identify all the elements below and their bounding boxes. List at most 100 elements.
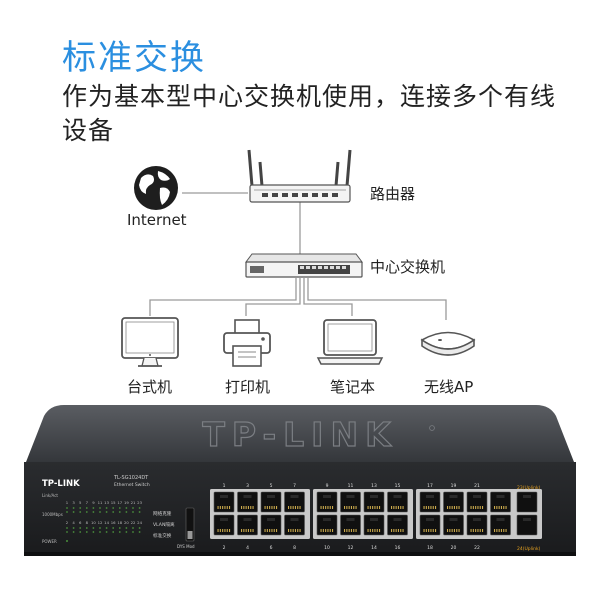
led-number: 24 [137,520,142,525]
led-number: 5 [79,500,82,505]
uplink-ethernet-port[interactable] [516,491,538,513]
port-pin [266,529,268,532]
port-pin [350,506,352,509]
led-number: 9 [92,500,95,505]
port-number: 9 [326,483,329,489]
port-pin [332,506,334,509]
led-number: 11 [98,500,103,505]
port-pin [498,506,500,509]
port-pin [329,529,331,532]
led-dot [105,507,108,509]
led-dot [92,511,95,513]
port-pin [402,506,404,509]
led-dot [85,531,88,533]
wireless-ap-icon [420,331,476,356]
globe-icon [134,166,178,210]
port-pin [496,529,498,532]
port-pin [273,506,275,509]
port-pin [229,529,231,532]
port-pin [241,506,243,509]
led-dot [112,531,115,533]
port-pin [496,506,498,509]
port-pin [456,506,458,509]
led-number: 21 [131,500,136,505]
led-number: 3 [72,500,75,505]
port-pin [224,506,226,509]
ethernet-ports [210,489,542,539]
port-pin [353,506,355,509]
led-indicators [66,507,141,542]
led-dot [66,511,68,513]
led-dot [125,527,128,529]
port-pin [367,506,369,509]
port-pin [369,529,371,532]
port-pin [322,529,324,532]
label-printer: 打印机 [225,378,271,396]
port-pin [479,506,481,509]
port-number: 4 [246,545,249,551]
port-pin [453,529,455,532]
led-number: 13 [104,500,109,505]
port-number: 5 [270,483,273,489]
brand-logo: TP-LINK [42,479,80,489]
port-pin [503,506,505,509]
port-pin [294,529,296,532]
uplink-ethernet-port[interactable] [516,514,538,536]
led-dot [99,511,101,513]
led-dot [79,531,82,533]
port-latch [449,495,458,498]
port-pin [250,506,252,509]
port-pin [292,506,294,509]
port-pin [435,506,437,509]
port-pin [428,529,430,532]
line-switch-desktop [149,278,297,316]
port-pin [299,529,301,532]
led-dot [72,531,75,533]
port-number: 17 [427,483,433,489]
led-label-speed: 1000Mbps [42,512,63,517]
led-dot [79,511,82,513]
port-pin [379,506,381,509]
port-number: 11 [348,483,354,489]
led-dot [125,507,128,509]
page-subtitle: 作为基本型中心交换机使用，连接多个有线设备 [62,82,557,145]
led-dot [72,511,75,513]
port-pin [397,506,399,509]
port-pin [369,506,371,509]
port-number: 22 [474,545,480,551]
port-pin [322,506,324,509]
port-latch [267,518,275,521]
small-switch-icon [245,253,363,278]
port-pin [447,529,449,532]
port-pin [250,529,252,532]
port-pin [372,529,374,532]
led-number: 23 [137,500,142,505]
port-pin [219,506,221,509]
port-pin [458,506,460,509]
port-pin [222,529,224,532]
port-latch [323,495,331,498]
port-pin [269,506,271,509]
port-pin [503,529,505,532]
led-number: 15 [111,500,116,505]
led-number: 22 [131,520,136,525]
port-pin [472,529,474,532]
led-dot [85,507,88,509]
led-label-link: Link/Act [42,493,58,498]
led-dot [99,527,101,529]
port-pin [353,529,355,532]
port-pin [269,529,271,532]
port-pin [472,506,474,509]
port-pin [505,529,507,532]
led-dot [72,527,75,529]
port-pin [217,506,219,509]
port-pin [252,506,254,509]
port-pin [243,529,245,532]
led-dot [72,507,75,509]
port-pin [348,529,350,532]
port-latch [346,495,355,498]
led-dot [85,527,88,529]
